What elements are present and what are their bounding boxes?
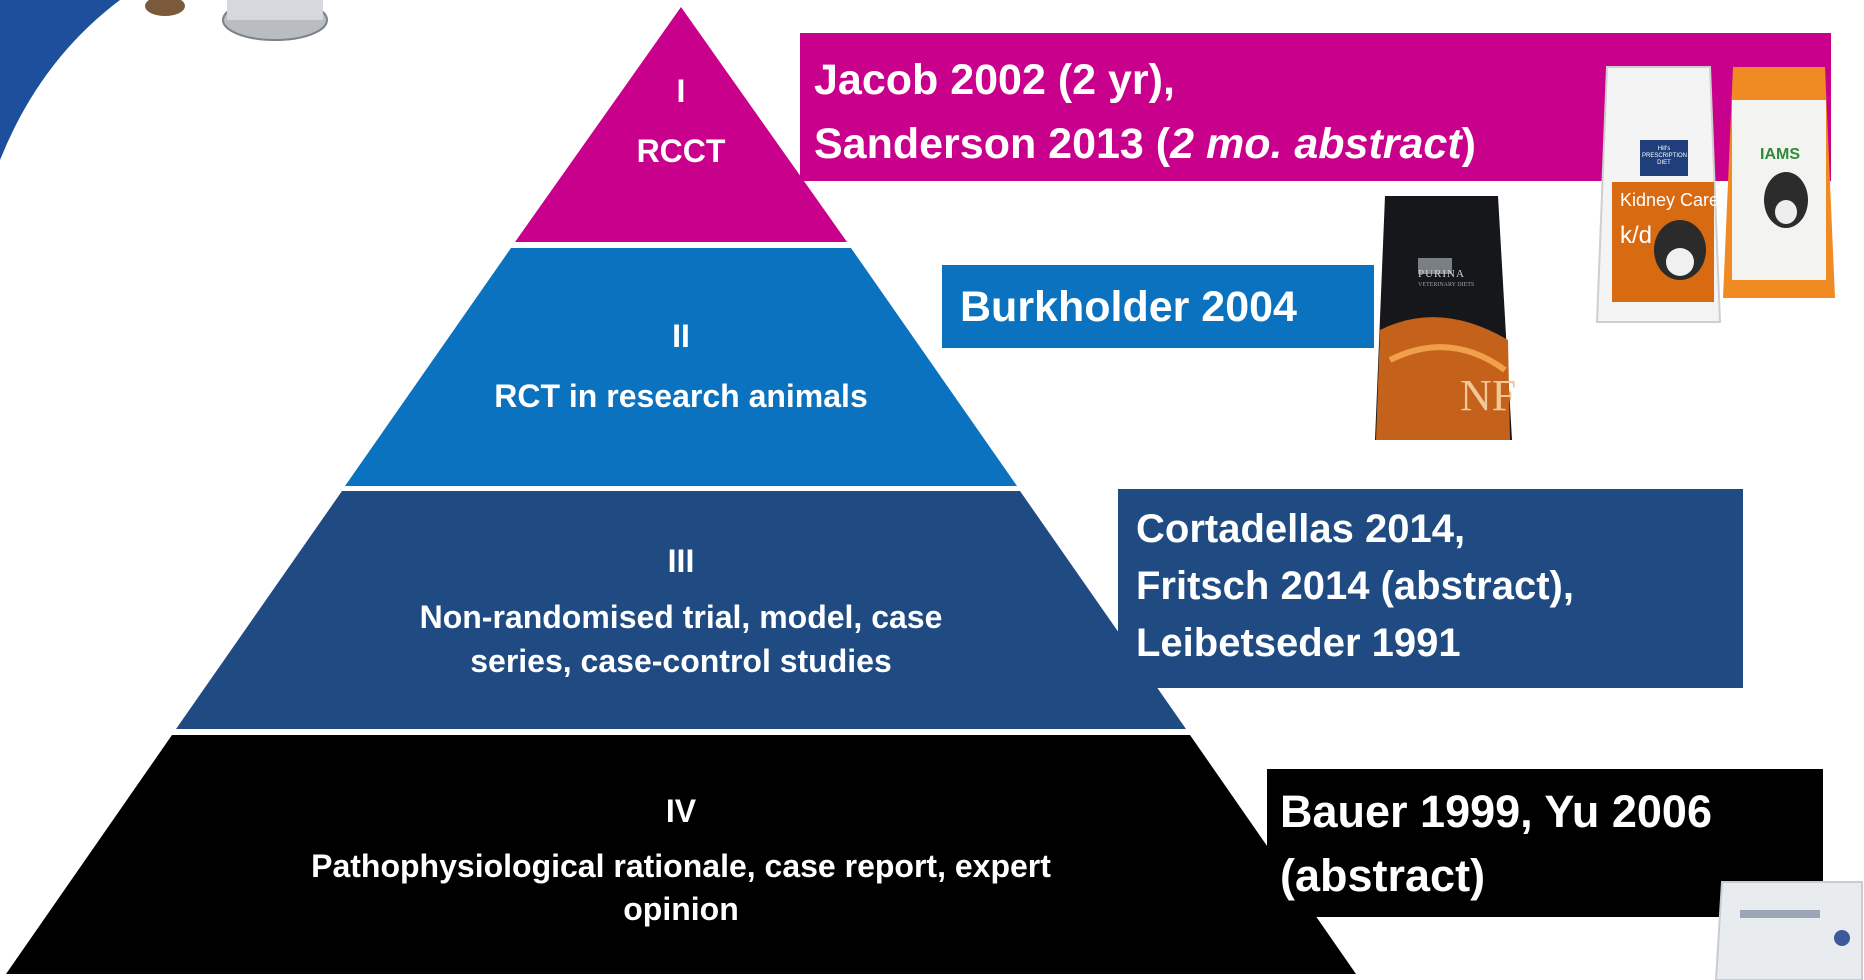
- evidence-level-1-line-2: Sanderson 2013 (2 mo. abstract): [814, 112, 1476, 176]
- bowl-base: [227, 0, 323, 20]
- evidence-level-4-line-2: (abstract): [1280, 850, 1486, 901]
- evidence-level-3-line-1: Cortadellas 2014,: [1136, 507, 1466, 551]
- iams-bag-brand: IAMS: [1760, 146, 1800, 163]
- purina-bag-brand: PURINA: [1418, 268, 1465, 280]
- tier-1-label: I RCCT: [591, 72, 771, 171]
- evidence-level-1-line-2-italic: 2 mo. abstract: [1170, 120, 1462, 168]
- evidence-box-level-1: Jacob 2002 (2 yr), Sanderson 2013 (2 mo.…: [814, 48, 1476, 176]
- tier-4-label: IV Pathophysiological rationale, case re…: [191, 792, 1171, 928]
- tier-4-title-line-2: opinion: [623, 890, 739, 927]
- product-pouch-image: [1714, 881, 1863, 980]
- tier-4-numeral: IV: [665, 793, 697, 829]
- tier-1-numeral: I: [676, 73, 686, 109]
- purina-nf-bag-image: [1375, 196, 1512, 440]
- purina-bag-sub: VETERINARY DIETS: [1418, 282, 1475, 288]
- evidence-box-level-4: Bauer 1999, Yu 2006 (abstract): [1280, 780, 1712, 908]
- tier-3-numeral: III: [667, 543, 695, 579]
- tier-3-label: III Non-randomised trial, model, case se…: [331, 542, 1031, 680]
- hills-bag-brand: Hill's PRESCRIPTION DIET: [1642, 146, 1688, 166]
- iams-bag-image: [1723, 67, 1835, 298]
- tier-1-title: RCCT: [636, 133, 726, 170]
- pyramid-tier-3: [176, 491, 1186, 729]
- evidence-level-3-line-2: Fritsch 2014 (abstract),: [1136, 564, 1574, 608]
- evidence-level-1-line-1: Jacob 2002 (2 yr),: [814, 56, 1175, 104]
- hills-kd-bag-image: [1595, 66, 1722, 323]
- evidence-box-level-2-bg: [942, 265, 1374, 348]
- pyramid-tier-2: [345, 248, 1017, 486]
- tier-2-label: II RCT in research animals: [431, 317, 931, 416]
- tier-2-title: RCT in research animals: [494, 378, 868, 415]
- evidence-box-level-3-bg: [1118, 489, 1743, 688]
- evidence-box-level-3: Cortadellas 2014, Fritsch 2014 (abstract…: [1136, 501, 1574, 672]
- tier-3-title-line-1: Non-randomised trial, model, case: [419, 599, 943, 636]
- pyramid-tier-4: [6, 735, 1356, 974]
- tier-2-numeral: II: [672, 318, 690, 354]
- corner-accent-shape: [0, 0, 120, 160]
- evidence-level-3-line-3: Leibetseder 1991: [1136, 621, 1461, 665]
- purina-bag-code: NF: [1460, 371, 1517, 420]
- object-icon: [145, 0, 185, 16]
- evidence-level-1-line-2-prefix: Sanderson 2013 (: [814, 120, 1171, 168]
- hills-bag-code: k/d: [1620, 222, 1653, 249]
- evidence-level-2-line-1: Burkholder 2004: [960, 283, 1297, 331]
- tier-3-title-line-2: series, case-control studies: [470, 642, 892, 679]
- evidence-box-level-2: Burkholder 2004: [960, 280, 1297, 334]
- evidence-level-4-line-1: Bauer 1999, Yu 2006: [1280, 786, 1712, 837]
- hills-bag-name: Kidney Care: [1620, 190, 1720, 210]
- tier-4-title-line-1: Pathophysiological rationale, case repor…: [311, 848, 1051, 885]
- evidence-level-1-line-2-suffix: ): [1461, 120, 1476, 168]
- pyramid-tier-1: [515, 7, 847, 242]
